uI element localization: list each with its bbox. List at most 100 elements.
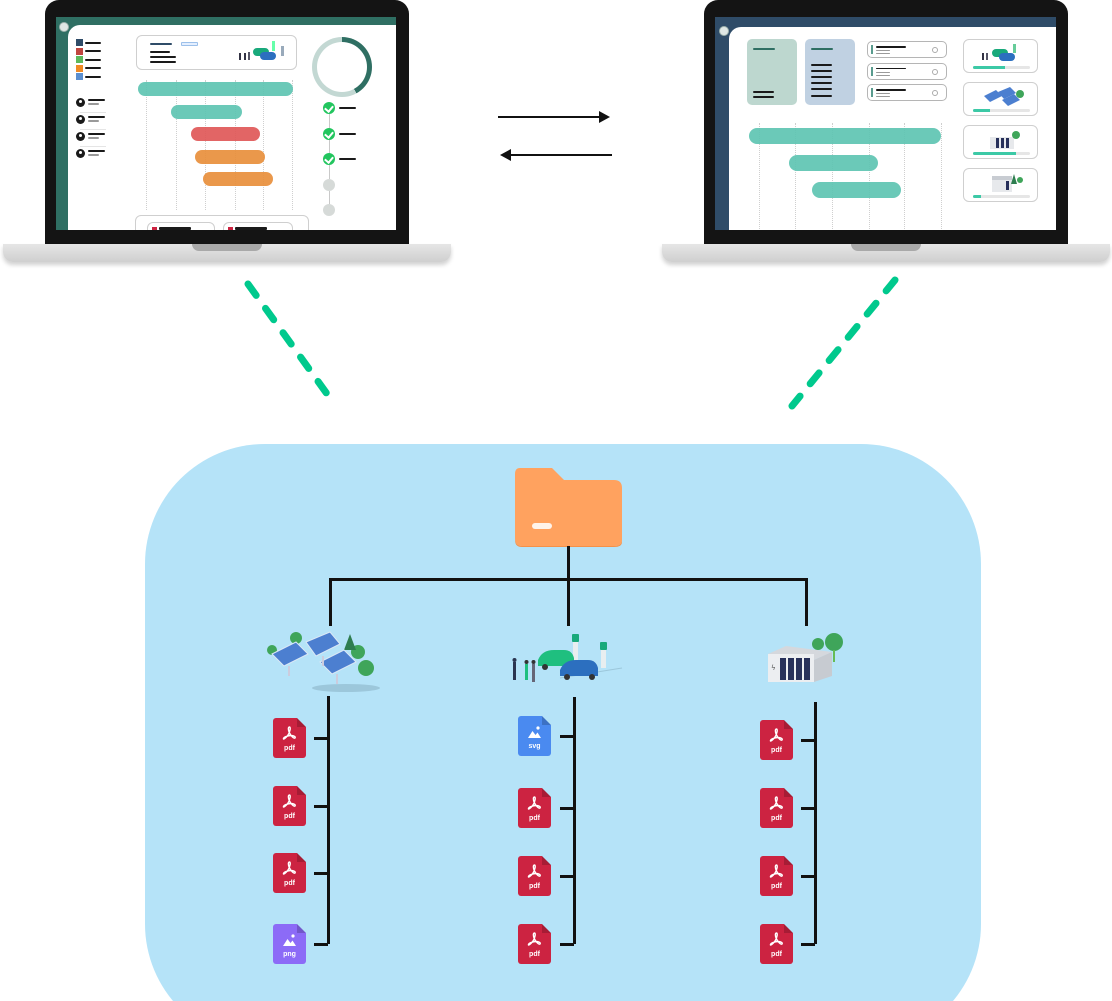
pdf-file-icon[interactable]: pdf	[273, 786, 306, 826]
task-accent	[871, 45, 873, 54]
file-list-spine	[814, 702, 817, 944]
tree-branch	[805, 578, 808, 626]
progress-fill	[973, 152, 1017, 155]
gantt-gridline	[759, 123, 760, 230]
battery-storage-illustration[interactable]: ϟ	[766, 632, 846, 684]
task-row[interactable]	[867, 41, 947, 58]
user-role	[88, 103, 99, 105]
file-type-label: pdf	[529, 951, 540, 958]
gantt-bar[interactable]	[203, 172, 273, 186]
project-header-card	[136, 35, 297, 70]
pdf-file-icon[interactable]: pdf	[760, 856, 793, 896]
user-avatar-icon	[76, 115, 85, 124]
dashed-connector-left	[244, 280, 339, 409]
file-type-label: pdf	[284, 880, 295, 887]
pdf-file-icon[interactable]: pdf	[518, 856, 551, 896]
progress-bar	[973, 109, 1030, 112]
task-accent	[871, 66, 873, 76]
gantt-bar[interactable]	[195, 149, 266, 164]
gantt-bar[interactable]	[749, 128, 941, 144]
details-panel	[805, 39, 855, 105]
user-role	[88, 120, 99, 122]
file-type-label: pdf	[284, 813, 295, 820]
user-name	[88, 116, 105, 118]
gantt-bar[interactable]	[789, 155, 878, 171]
task-row[interactable]	[867, 84, 947, 101]
pending-circle-icon	[323, 204, 335, 216]
user-avatar-icon	[76, 149, 85, 158]
user-role	[88, 154, 99, 156]
file-type-label: png	[283, 951, 296, 958]
task-radio[interactable]	[932, 90, 938, 96]
progress-fill	[973, 109, 991, 112]
legend-label	[85, 41, 101, 44]
asset-card-building[interactable]	[963, 168, 1038, 202]
legend-swatch	[76, 47, 83, 55]
gantt-bar[interactable]	[190, 127, 261, 141]
task-radio[interactable]	[932, 68, 938, 75]
milestone-label	[339, 158, 356, 160]
check-circle-icon	[323, 127, 335, 140]
svg-file-icon[interactable]: svg	[518, 716, 551, 756]
task-subtitle	[876, 50, 890, 51]
file-connector	[801, 739, 815, 742]
ev-charging-illustration[interactable]	[510, 632, 628, 690]
user-name	[88, 99, 105, 101]
gantt-bar[interactable]	[812, 182, 901, 198]
file-type-label: pdf	[771, 747, 782, 754]
task-row[interactable]	[867, 62, 947, 80]
dashed-connector-right	[788, 276, 899, 410]
donut-center	[317, 42, 367, 92]
row-divider	[80, 146, 106, 147]
gantt-gridline	[176, 80, 177, 210]
document-item	[147, 222, 215, 230]
task-radio[interactable]	[932, 47, 938, 53]
asset-card-ev-charging[interactable]	[963, 39, 1038, 73]
legend-label	[85, 67, 101, 69]
ev-charging-icon	[239, 41, 284, 60]
legend-label	[85, 58, 101, 61]
folder-icon[interactable]	[514, 468, 622, 548]
gantt-bar[interactable]	[170, 104, 242, 119]
app-logo-icon	[59, 22, 69, 32]
arrow-left-icon	[500, 149, 612, 161]
pdf-file-icon[interactable]: pdf	[760, 720, 793, 760]
legend-swatch	[76, 73, 83, 80]
pdf-file-icon[interactable]: pdf	[518, 788, 551, 828]
solar-panels-illustration[interactable]	[266, 628, 384, 694]
gantt-gridline	[205, 80, 206, 210]
file-type-label: pdf	[284, 745, 295, 752]
legend-swatch	[76, 56, 83, 63]
file-connector	[801, 875, 815, 878]
task-subtitle	[876, 74, 890, 76]
pdf-file-icon[interactable]: pdf	[273, 718, 306, 758]
file-connector	[560, 943, 574, 946]
asset-card-solar-park[interactable]	[963, 82, 1038, 116]
gantt-gridline	[869, 123, 870, 230]
pdf-file-icon[interactable]: pdf	[760, 788, 793, 828]
gantt-bar[interactable]	[138, 82, 293, 96]
file-connector	[560, 735, 574, 738]
pending-circle-icon	[323, 178, 335, 191]
gantt-gridline	[292, 80, 293, 210]
pdf-file-icon[interactable]: pdf	[760, 924, 793, 964]
battery-storage-thumbnail-icon	[990, 131, 1020, 149]
gantt-gridline	[263, 80, 264, 210]
file-type-label: pdf	[771, 951, 782, 958]
user-avatar-icon	[76, 98, 85, 107]
file-connector	[560, 807, 574, 810]
app-logo-icon	[719, 26, 729, 36]
file-type-label: pdf	[529, 815, 540, 822]
png-file-icon[interactable]: png	[273, 924, 306, 964]
pdf-file-icon[interactable]: pdf	[518, 924, 551, 964]
laptop-base	[3, 244, 451, 262]
asset-card-battery-storage[interactable]	[963, 125, 1038, 159]
laptop-left	[0, 0, 455, 270]
tree-branch	[329, 578, 332, 626]
pdf-file-icon[interactable]: pdf	[273, 853, 306, 893]
file-connector	[314, 737, 328, 740]
file-connector	[801, 807, 815, 810]
laptop-notch	[192, 244, 262, 251]
progress-donut	[312, 37, 372, 97]
